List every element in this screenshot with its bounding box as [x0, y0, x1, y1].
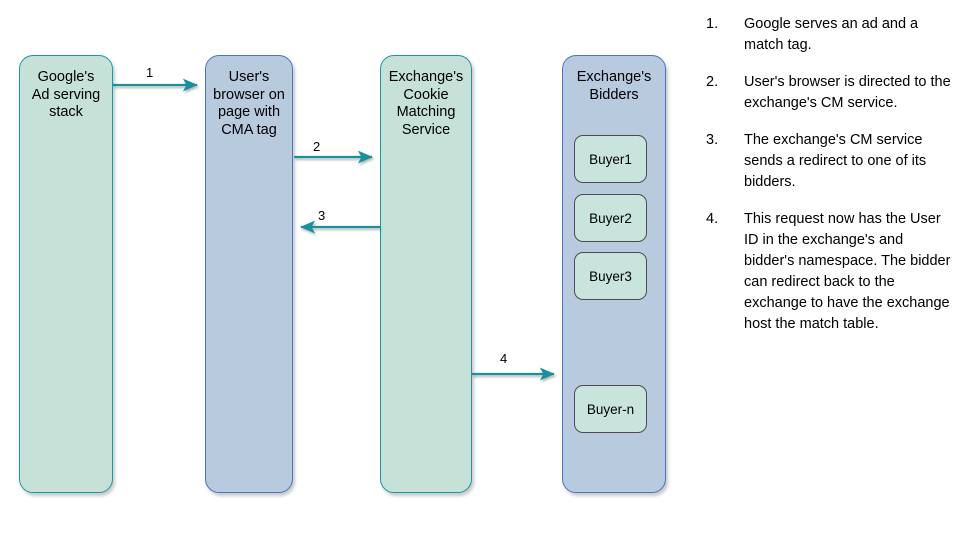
step-number-3: 3.	[706, 132, 719, 148]
buyer-label-1: Buyer1	[589, 151, 632, 167]
step-number-4: 4.	[706, 211, 719, 227]
step-text-3: The exchange's CM service sends a redire…	[744, 132, 927, 190]
step-item-1: 1. Google serves an ad and a match tag.	[706, 14, 954, 56]
buyer-box-3[interactable]: Buyer3	[574, 252, 647, 300]
step-item-2: 2. User's browser is directed to the exc…	[706, 72, 954, 114]
step-item-4: 4. This request now has the User ID in t…	[706, 209, 954, 335]
step-text-4: This request now has the User ID in the …	[744, 211, 951, 332]
step-item-3: 3. The exchange's CM service sends a red…	[706, 130, 954, 193]
step-number-2: 2.	[706, 74, 719, 90]
buyer-box-1[interactable]: Buyer1	[574, 135, 647, 183]
node-label-google-ad-serving-stack: Google's Ad serving stack	[31, 69, 101, 120]
buyer-box-n[interactable]: Buyer-n	[574, 385, 647, 433]
buyer-label-3: Buyer3	[589, 268, 632, 284]
buyer-label-2: Buyer2	[589, 210, 632, 226]
step-text-2: User's browser is directed to the exchan…	[744, 74, 951, 111]
arrow-label-4: 4	[500, 351, 508, 366]
arrow-label-3: 3	[318, 208, 326, 223]
step-number-1: 1.	[706, 16, 719, 32]
node-exchange-cookie-matching-service[interactable]: Exchange's Cookie Matching Service	[380, 55, 472, 493]
buyer-box-2[interactable]: Buyer2	[574, 194, 647, 242]
node-label-exchange-bidders: Exchange's Bidders	[576, 69, 652, 103]
arrow-label-1: 1	[146, 65, 154, 80]
buyer-label-n: Buyer-n	[586, 401, 635, 417]
node-google-ad-serving-stack[interactable]: Google's Ad serving stack	[19, 55, 113, 493]
steps-list: 1. Google serves an ad and a match tag. …	[706, 14, 954, 351]
step-text-1: Google serves an ad and a match tag.	[744, 16, 919, 53]
node-user-browser[interactable]: User's browser on page with CMA tag	[205, 55, 293, 493]
arrow-label-2: 2	[313, 139, 321, 154]
node-label-user-browser: User's browser on page with CMA tag	[213, 69, 285, 138]
node-label-exchange-cookie-matching-service: Exchange's Cookie Matching Service	[388, 69, 464, 138]
